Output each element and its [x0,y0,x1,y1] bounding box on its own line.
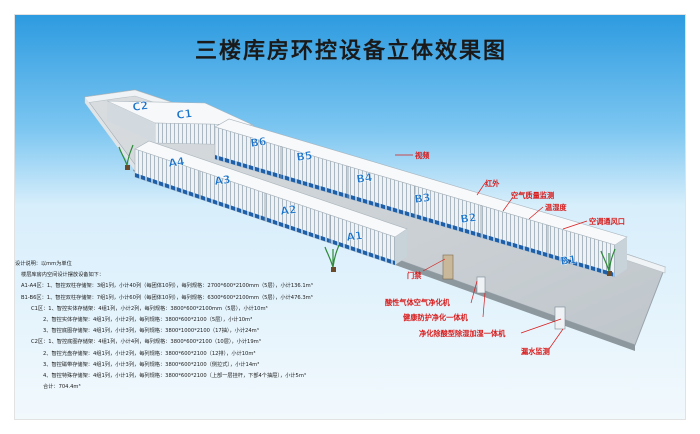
callout-leak-detect: 漏水监测 [521,347,550,356]
zone-label-b5: B5 [296,149,314,164]
callout-temp-humidity: 温湿度 [545,203,567,212]
zone-label-c1: C1 [176,107,193,122]
note-line: C2区：1、智控底图存储架：4组1列，小计4列，每列规格：3800*600*21… [31,339,261,346]
note-line: C1区：1、智控实体存储架：4组1列，小计2列，每列规格：3800*600*21… [31,305,268,312]
callout-health-purifier: 健康防护净化一体机 [403,313,468,322]
note-line: 3、智控底图存储架：4组1列，小计3列，每列规格：3800*1000*2100（… [43,328,259,335]
zone-label-a3: A3 [214,173,232,188]
zone-b-row [214,118,628,278]
note-line: 设计说明：以mm为单位 [15,261,72,267]
plant-decoration-left [324,244,340,272]
zone-label-a2: A2 [280,203,298,218]
callout-dehumid-purifier: 净化除酸型除湿加湿一体机 [419,329,506,338]
note-line: B1-B6区：1、智控双柱存储架：7组1列，小计60列（每团体10列），每列规格… [21,294,313,301]
callout-infrared: 红外 [485,179,500,188]
zone-label-b6: B6 [250,135,268,150]
callout-leaders [395,154,588,350]
callout-ac-vent: 空调通风口 [589,217,625,226]
zone-a-row [134,140,408,266]
zone-label-b1: B1 [560,253,578,268]
left-wall [85,97,135,171]
callout-acid-purifier: 酸性气体空气净化机 [385,298,450,307]
plant-decoration-right [600,248,616,276]
zone-label-b3: B3 [414,191,432,206]
note-line: 2、智控光盘存储架：4组1列，小计2列，每列规格：3800*600*2100（1… [43,350,256,357]
callout-access: 门禁 [407,271,422,280]
note-line: 3、智控磁带存储架：4组1列，小计3列，每列规格：3800*600*2100（侧… [43,361,260,368]
dehumidifier-cabinet [554,306,566,330]
callout-air-quality: 空气质量监测 [511,191,555,200]
callout-video: 视频 [415,151,430,160]
warehouse-3d-view: C2 C1 B6 B5 B4 B3 B2 B1 A4 A3 A2 A1 [84,89,666,351]
access-door [442,254,454,280]
note-line: 合计：704.4m³ [43,384,81,391]
note-line: 2、智控实体存储架：4组1列，小计2列，每列规格：3800*600*2100（5… [43,317,253,324]
plant-decoration-back [118,144,134,170]
diagram-panel: 三楼库房环控设备立体效果图 [14,14,686,420]
note-line: 4、智控特殊存储架：4组1列，小计1列，每列规格：3800*600*2100（上… [43,373,306,380]
zone-label-a4: A4 [168,155,186,170]
note-line: 楼层库房内空间设计摆放设备如下： [21,272,105,279]
purifier-cabinet [476,276,486,294]
design-notes: 设计说明：以mm为单位楼层库房内空间设计摆放设备如下： A1-A4区：1、智控双柱… [15,259,375,393]
note-line: A1-A4区：1、智控双柱存储架：3组1列，小计40列（每团体10列），每列规格… [21,283,313,290]
zone-label-a1: A1 [346,229,364,244]
zone-labels: C2 C1 B6 B5 B4 B3 B2 B1 A4 A3 A2 A1 [131,99,578,268]
zone-label-c2: C2 [132,99,149,114]
zone-label-b2: B2 [460,211,478,226]
zone-label-b4: B4 [356,171,374,186]
page-title: 三楼库房环控设备立体效果图 [194,39,507,64]
